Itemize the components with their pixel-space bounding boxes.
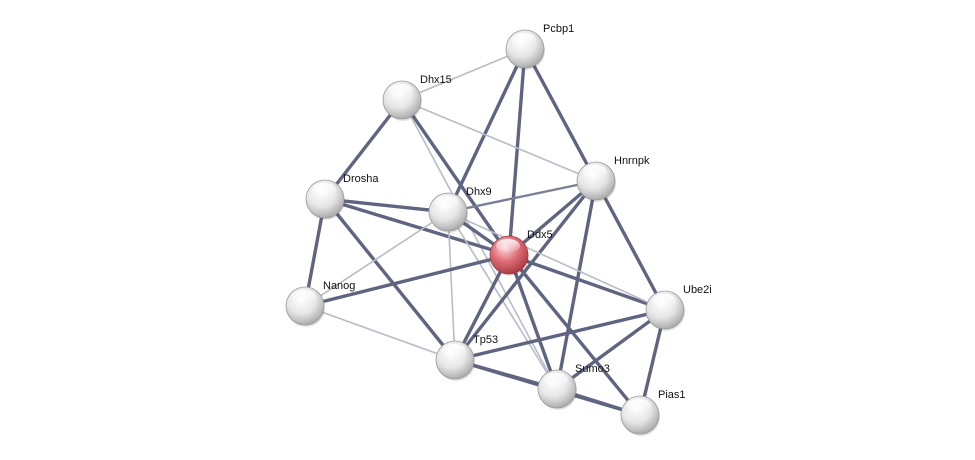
node-label-hnrnpk: Hnrnpk bbox=[614, 155, 650, 167]
node-ube2i[interactable]: Ube2i bbox=[645, 284, 712, 331]
edge-dhx9-hnrnpk bbox=[446, 179, 598, 214]
edge-dhx9-tp53 bbox=[447, 211, 456, 361]
edge-ddx5-nanog bbox=[303, 253, 511, 308]
node-highlight bbox=[627, 399, 651, 413]
edge-hnrnpk-sumo3 bbox=[555, 179, 598, 391]
node-highlight bbox=[435, 196, 459, 210]
edge-ddx5-pias1 bbox=[507, 253, 642, 417]
edge-dhx15-pcbp1 bbox=[401, 48, 526, 101]
edge-drosha-tp53 bbox=[323, 197, 457, 362]
node-highlight bbox=[652, 294, 676, 308]
edge-dhx15-ddx5 bbox=[400, 98, 511, 257]
edge-hnrnpk-tp53 bbox=[453, 179, 598, 362]
node-pcbp1[interactable]: Pcbp1 bbox=[505, 23, 574, 70]
edge-sumo3-ube2i bbox=[555, 308, 667, 391]
node-label-pcbp1: Pcbp1 bbox=[543, 23, 574, 35]
node-highlight bbox=[389, 84, 413, 98]
node-highlight bbox=[583, 165, 607, 179]
node-ddx5[interactable]: Ddx5 bbox=[489, 229, 553, 276]
edge-ddx5-ube2i bbox=[507, 253, 667, 312]
node-highlight bbox=[292, 290, 316, 304]
edge-drosha-ddx5 bbox=[323, 197, 511, 257]
node-label-drosha: Drosha bbox=[343, 173, 379, 185]
node-dhx15[interactable]: Dhx15 bbox=[382, 74, 452, 121]
node-pias1[interactable]: Pias1 bbox=[620, 389, 686, 436]
edge-tp53-ube2i bbox=[453, 308, 667, 362]
node-highlight bbox=[512, 33, 536, 47]
edge-nanog-tp53 bbox=[304, 305, 456, 361]
edge-hnrnpk-ube2i bbox=[594, 179, 667, 312]
edge-dhx9-ube2i bbox=[447, 211, 666, 311]
node-label-dhx9: Dhx9 bbox=[466, 186, 492, 198]
node-label-ube2i: Ube2i bbox=[683, 284, 712, 296]
node-label-pias1: Pias1 bbox=[658, 389, 686, 401]
node-hnrnpk[interactable]: Hnrnpk bbox=[576, 155, 650, 202]
edge-drosha-dhx9 bbox=[323, 197, 450, 214]
node-drosha[interactable]: Drosha bbox=[305, 173, 379, 220]
edge-dhx15-hnrnpk bbox=[401, 99, 597, 182]
edge-ddx5-tp53 bbox=[453, 253, 511, 362]
node-highlight bbox=[312, 183, 336, 197]
node-label-ddx5: Ddx5 bbox=[527, 229, 553, 241]
node-highlight bbox=[496, 239, 520, 253]
node-dhx9[interactable]: Dhx9 bbox=[428, 186, 492, 233]
node-highlight bbox=[544, 373, 568, 387]
node-label-sumo3: Sumo3 bbox=[575, 363, 610, 375]
edge-ddx5-sumo3 bbox=[507, 253, 559, 391]
node-label-dhx15: Dhx15 bbox=[420, 74, 452, 86]
edge-pcbp1-hnrnpk bbox=[523, 47, 598, 183]
edges-layer bbox=[303, 47, 667, 417]
node-tp53[interactable]: Tp53 bbox=[435, 334, 498, 381]
node-nanog[interactable]: Nanog bbox=[285, 280, 355, 327]
node-highlight bbox=[442, 344, 466, 358]
node-sumo3[interactable]: Sumo3 bbox=[537, 363, 610, 410]
node-label-tp53: Tp53 bbox=[473, 334, 498, 346]
edge-dhx9-nanog bbox=[304, 211, 449, 307]
edge-dhx15-drosha bbox=[323, 98, 404, 201]
edge-pcbp1-ddx5 bbox=[507, 47, 527, 257]
node-label-nanog: Nanog bbox=[323, 280, 355, 292]
